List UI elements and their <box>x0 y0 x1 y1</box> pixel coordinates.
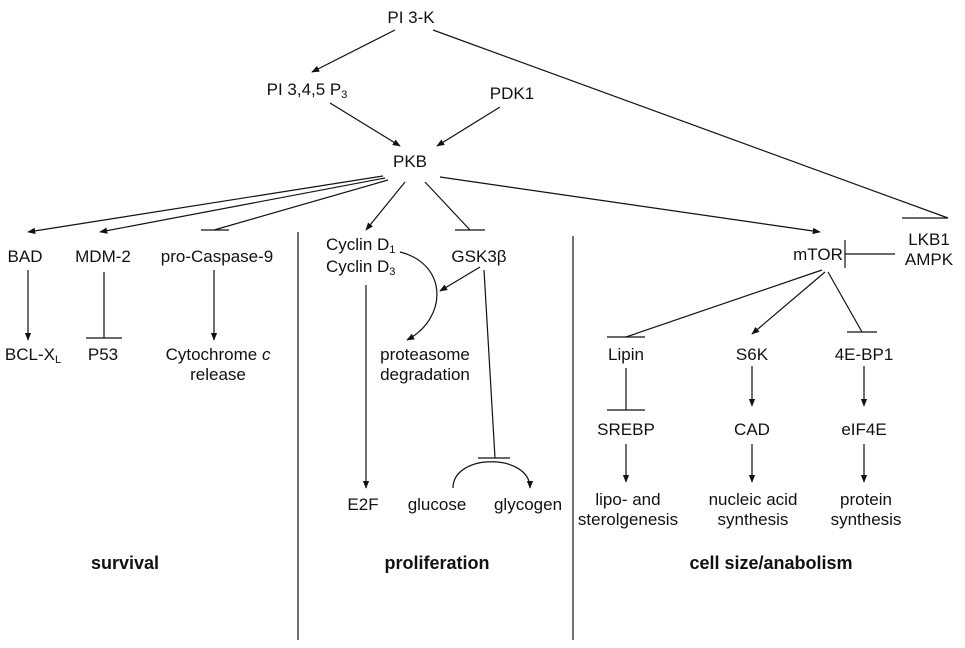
node-cyclin-d3: Cyclin D3 <box>326 257 396 278</box>
section-label-cell-size: cell size/anabolism <box>689 553 853 573</box>
edge-pi3k-pip3 <box>311 29 396 73</box>
edge-pkb-mdm2 <box>99 177 386 234</box>
node-protein-synthesis: protein synthesis <box>830 490 902 529</box>
edge-pkb-bad <box>27 175 384 235</box>
curve-glucose-glycogen <box>452 461 534 489</box>
edge-pi3k-lkb1 <box>432 29 949 219</box>
edge-pkb-gsk3b <box>424 181 471 231</box>
node-e2f: E2F <box>347 495 379 514</box>
node-s6k: S6K <box>735 345 769 364</box>
node-cad: CAD <box>734 420 770 439</box>
node-p53: P53 <box>87 345 119 364</box>
node-glucose: glucose <box>407 495 467 514</box>
edge-mtor-lipin <box>625 269 823 338</box>
node-mtor: mTOR <box>793 245 843 264</box>
node-mdm2: MDM-2 <box>75 247 131 266</box>
node-nucleic-acid-synthesis: nucleic acid synthesis <box>708 490 798 529</box>
curve-cyclin-proteasome <box>399 251 438 341</box>
node-lipin: Lipin <box>608 345 644 364</box>
node-pip3: PI 3,4,5 P3 <box>266 80 348 101</box>
edge-pkb-mtor <box>439 176 821 235</box>
node-pdk1: PDK1 <box>489 84 535 103</box>
node-cytochrome-c: Cytochrome c release <box>165 345 271 384</box>
node-bclxl: BCL-XL <box>4 345 62 366</box>
node-proteasome-degradation: proteasome degradation <box>380 345 470 384</box>
edge-pdk1-pkb <box>436 106 501 147</box>
node-pkb: PKB <box>392 152 428 171</box>
node-lkb1-ampk: LKB1 AMPK <box>904 230 954 269</box>
node-cyclin-d1: Cyclin D1 <box>326 235 396 256</box>
edge-pkb-cyclin <box>365 181 406 231</box>
node-bad: BAD <box>7 247 43 266</box>
node-gsk3b: GSK3β <box>451 247 507 266</box>
node-pi3k: PI 3-K <box>387 8 435 27</box>
node-4ebp1: 4E-BP1 <box>834 345 894 364</box>
node-glycogen: glycogen <box>493 495 563 514</box>
section-label-survival: survival <box>90 553 160 573</box>
node-eif4e: eIF4E <box>841 420 887 439</box>
edge-gsk3b-curve <box>439 266 481 292</box>
node-lipo-sterolgenesis: lipo- and sterolgenesis <box>577 490 679 529</box>
node-procaspase9: pro-Caspase-9 <box>160 247 274 266</box>
edge-mtor-4ebp1 <box>827 271 863 333</box>
edge-mtor-s6k <box>751 271 826 335</box>
edge-pip3-pkb <box>329 102 401 147</box>
node-srebp: SREBP <box>597 420 655 439</box>
section-label-proliferation: proliferation <box>384 553 490 573</box>
edge-pkb-procasp9 <box>213 179 389 231</box>
edge-gsk3b-glycogen <box>483 269 496 459</box>
